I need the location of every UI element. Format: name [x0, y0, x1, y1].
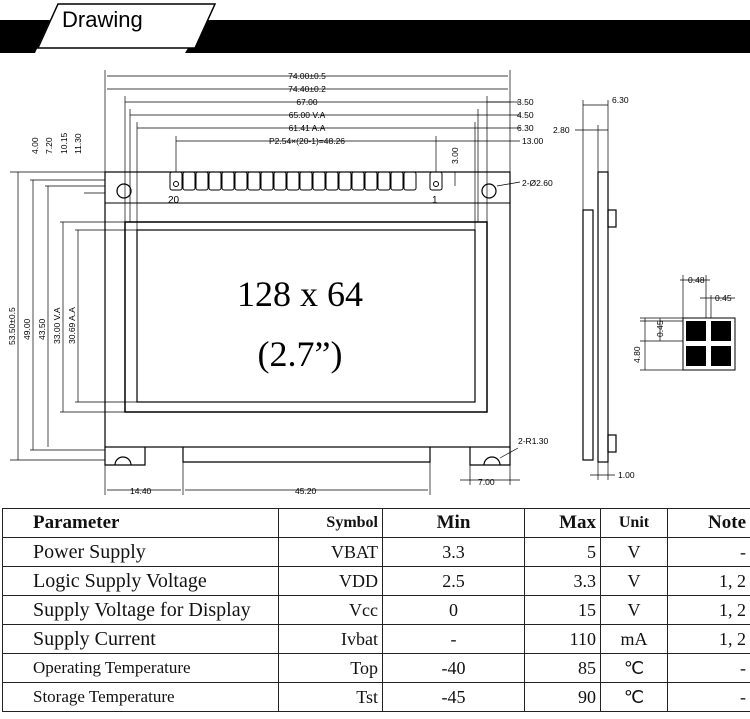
- dim-board-width: 74.40±0.2: [288, 84, 326, 94]
- header-min: Min: [382, 508, 525, 538]
- dim-left-4-00: 4.00: [30, 137, 40, 154]
- header-note: Note: [667, 508, 750, 538]
- mounting-hole-right: [481, 183, 497, 199]
- technical-drawing: 20 1 128 x 64 (2.7”) 74.00±0.5 74.40±0.2…: [7, 70, 736, 496]
- resolution-text: 128 x 64: [237, 274, 363, 314]
- cell-max: 90: [524, 682, 601, 712]
- table-row: Storage Temperature Tst -45 90 ℃ -: [2, 682, 750, 712]
- side-dim-top: 6.30: [612, 95, 629, 105]
- table-row: Logic Supply Voltage VDD 2.5 3.3 V 1, 2: [2, 566, 750, 596]
- pin-first-label: 20: [168, 195, 180, 206]
- pixel-dim-gap: 0.45: [715, 293, 732, 303]
- dim-overall-height: 53.50±0.5: [7, 307, 17, 345]
- dim-board-height: 49.00: [22, 318, 32, 340]
- side-dim-left: 2.80: [553, 125, 570, 135]
- table-row: Power Supply VBAT 3.3 5 V -: [2, 537, 750, 567]
- cell-unit: V: [600, 566, 668, 596]
- cell-min: -40: [382, 653, 525, 683]
- dim-aa-width: 61.41 A.A: [289, 123, 326, 133]
- dim-left-11-30: 11.30: [73, 133, 83, 154]
- cell-note: 1, 2: [667, 595, 750, 625]
- cell-min: 3.3: [382, 537, 525, 567]
- cell-note: -: [667, 653, 750, 683]
- pixel-dim-height: 0.45: [655, 320, 665, 337]
- cell-parameter: Storage Temperature: [2, 682, 279, 712]
- size-text: (2.7”): [258, 334, 343, 374]
- pin-header: [169, 171, 443, 191]
- dim-aa-height: 30.69 A.A: [67, 307, 77, 344]
- dim-right-4-50: 4.50: [517, 110, 534, 120]
- header-banner: Drawing: [0, 0, 750, 60]
- table-row: Operating Temperature Top -40 85 ℃ -: [2, 653, 750, 683]
- cell-note: 1, 2: [667, 566, 750, 596]
- dim-bottom-45-20: 45.20: [295, 486, 317, 496]
- cell-max: 85: [524, 653, 601, 683]
- dim-bottom-14-40: 14.40: [130, 486, 152, 496]
- mounting-hole-left: [116, 183, 132, 199]
- header-banner-shape: Drawing: [0, 3, 750, 53]
- cell-min: -: [382, 624, 525, 654]
- dim-pin-gap: 3.00: [450, 147, 460, 164]
- view-area: [124, 221, 488, 413]
- cell-unit: V: [600, 537, 668, 567]
- spec-header-row: Parameter Symbol Min Max Unit Note: [2, 508, 750, 538]
- cell-symbol: Ivbat: [278, 624, 383, 654]
- header-max: Max: [524, 508, 601, 538]
- dim-bottom-7-00: 7.00: [478, 477, 495, 487]
- cell-max: 110: [524, 624, 601, 654]
- active-area: [136, 229, 476, 403]
- pixel-detail: [640, 275, 736, 371]
- hole-callout: 2-Ø2.60: [522, 178, 553, 188]
- cell-min: -45: [382, 682, 525, 712]
- cell-parameter: Supply Current: [2, 624, 279, 654]
- header-parameter: Parameter: [2, 508, 279, 538]
- cell-parameter: Supply Voltage for Display: [2, 595, 279, 625]
- table-row: Supply Current Ivbat - 110 mA 1, 2: [2, 624, 750, 654]
- pixel-dim-width: 0.48: [688, 275, 705, 285]
- side-dim-bottom: 1.00: [618, 470, 635, 480]
- dim-right-6-30: 6.30: [517, 123, 534, 133]
- cell-symbol: Tst: [278, 682, 383, 712]
- dim-right-13-00: 13.00: [522, 136, 544, 146]
- dim-overall-width: 74.00±0.5: [288, 71, 326, 81]
- corner-radius-callout: 2-R1.30: [518, 436, 549, 446]
- cell-min: 0: [382, 595, 525, 625]
- dim-va-height: 33.00 V.A: [52, 307, 62, 344]
- side-view: [575, 100, 617, 480]
- dim-left-7-20: 7.20: [44, 137, 54, 154]
- header-unit: Unit: [600, 508, 668, 538]
- spec-table: Parameter Symbol Min Max Unit Note Power…: [2, 508, 750, 712]
- header-title: Drawing: [62, 7, 143, 32]
- cell-symbol: Vcc: [278, 595, 383, 625]
- pixel-dim-total: 4.80: [632, 346, 642, 363]
- pin-last-label: 1: [432, 195, 438, 206]
- header-symbol: Symbol: [278, 508, 383, 538]
- cell-note: 1, 2: [667, 624, 750, 654]
- cell-note: -: [667, 537, 750, 567]
- cell-note: -: [667, 682, 750, 712]
- cell-unit: ℃: [600, 682, 668, 712]
- dim-glass-height: 43.50: [37, 318, 47, 340]
- cell-symbol: VDD: [278, 566, 383, 596]
- dim-va-width: 65.00 V.A: [289, 110, 326, 120]
- cell-parameter: Power Supply: [2, 537, 279, 567]
- cell-symbol: Top: [278, 653, 383, 683]
- cell-max: 15: [524, 595, 601, 625]
- dim-pin-pitch: P2.54×(20-1)=48.26: [269, 136, 345, 146]
- cell-max: 5: [524, 537, 601, 567]
- cell-unit: ℃: [600, 653, 668, 683]
- dim-right-3-50: 3.50: [517, 97, 534, 107]
- dim-glass-width: 67.00: [296, 97, 318, 107]
- cell-parameter: Operating Temperature: [2, 653, 279, 683]
- cell-symbol: VBAT: [278, 537, 383, 567]
- cell-max: 3.3: [524, 566, 601, 596]
- table-row: Supply Voltage for Display Vcc 0 15 V 1,…: [2, 595, 750, 625]
- cell-unit: V: [600, 595, 668, 625]
- cell-unit: mA: [600, 624, 668, 654]
- cell-min: 2.5: [382, 566, 525, 596]
- dim-left-10-15: 10.15: [59, 132, 69, 154]
- cell-parameter: Logic Supply Voltage: [2, 566, 279, 596]
